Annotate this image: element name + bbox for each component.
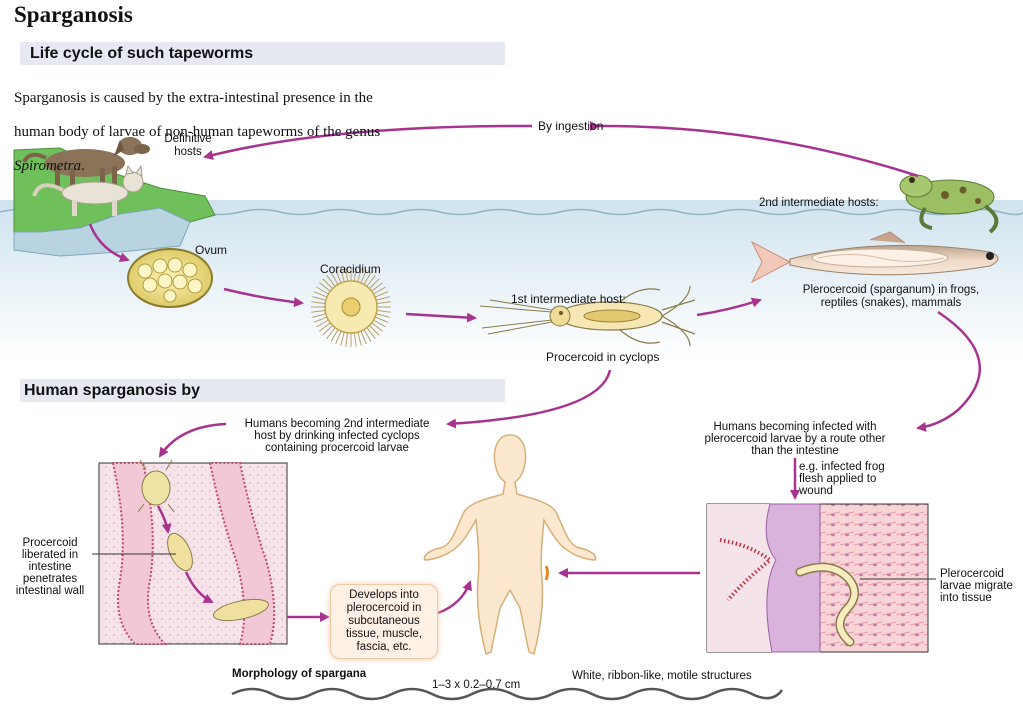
cilium-line (369, 325, 380, 336)
cilium-line (369, 278, 380, 289)
cilium-line (360, 330, 367, 345)
procercoid-liberated-text: Procercoid liberated in intestine penetr… (15, 537, 85, 597)
cilium-line (322, 278, 333, 289)
shore-rock (13, 207, 191, 257)
genus-suffix: . (80, 158, 85, 174)
section1-heading: Life cycle of such tapeworms (30, 45, 254, 62)
route2-example-text: e.g. infected frog flesh applied to woun… (799, 461, 885, 497)
cilium-line (374, 291, 389, 298)
tissue-panel (706, 503, 929, 653)
cilium-line (335, 269, 342, 284)
cilium-line (353, 332, 357, 347)
cilium-line (330, 329, 339, 342)
by-ingestion-label: By ingestion (538, 119, 604, 133)
section2-heading: Human sparganosis by (24, 382, 201, 399)
cilium-line (374, 316, 389, 323)
route1-text: Humans becoming 2nd intermediate host by… (244, 418, 430, 454)
spargana-ribbon (231, 687, 784, 701)
morphology-size: 1–3 x 0.2–0.7 cm (432, 679, 521, 691)
procercoid-label: Procercoid in cyclops (546, 350, 660, 364)
cilium-line (371, 322, 384, 332)
arrow-develops-to-body (437, 580, 472, 615)
cilium-line (316, 286, 329, 295)
intestine-panel (98, 459, 288, 645)
cilium-line (376, 309, 391, 313)
cilium-line (316, 319, 329, 328)
cilium-line (360, 269, 367, 284)
cilium-line (313, 316, 328, 323)
cilium-line (373, 286, 386, 295)
cilium-line (311, 309, 326, 313)
arrow-to-cyclops (405, 312, 477, 323)
cilium-line (345, 332, 349, 347)
arrow-to-ovum (88, 223, 130, 263)
cilium-line (322, 325, 333, 336)
cilium-line (318, 322, 331, 332)
arrow-to-definitive-hosts (203, 124, 533, 160)
cilium-line (375, 313, 390, 318)
arrow-to-intestine (158, 422, 227, 458)
human-body-illustration (423, 434, 597, 656)
route2-text: Humans becoming infected with plerocerco… (704, 421, 886, 457)
morphology-label: Morphology of spargana (232, 668, 367, 680)
cilium-line (326, 327, 336, 340)
cilium-line (357, 331, 362, 346)
cilium-line (366, 327, 376, 340)
cilium-line (326, 274, 336, 287)
cilium-line (335, 330, 342, 345)
arrow-to-coracidium (223, 287, 304, 308)
definitive-hosts-label: Definitive hosts (164, 133, 212, 158)
first-host-label: 1st intermediate host: (511, 292, 626, 306)
arrow-to-route2 (916, 310, 982, 432)
coracidium-label: Coracidium (320, 262, 381, 276)
intro-text: Sparganosis is caused by the extra-intes… (14, 73, 514, 175)
intro-line-1: Sparganosis is caused by the extra-intes… (14, 90, 373, 106)
cilium-line (311, 301, 326, 305)
frog-illustration (899, 174, 999, 234)
arrow-to-fish (696, 297, 762, 317)
cilium-line (371, 282, 384, 292)
cycle-arrows (88, 121, 982, 622)
fish-illustration (750, 231, 999, 284)
develops-note: Develops into plerocercoid in subcutaneo… (330, 584, 438, 659)
cilium-line (375, 296, 390, 301)
morphology-description: White, ribbon-like, motile structures (572, 670, 752, 682)
section2-band (20, 379, 505, 402)
page-title: Sparganosis (14, 2, 133, 27)
cilium-line (312, 313, 327, 318)
plerocercoid-label: Plerocercoid (sparganum) in frogs, repti… (802, 284, 980, 309)
coracidium-illustration (311, 267, 391, 347)
arrow-to-ingestion-label (589, 121, 919, 178)
ovum-illustration (127, 248, 213, 308)
second-host-label: 2nd intermediate hosts: (759, 197, 879, 209)
cilium-line (373, 319, 386, 328)
cilium-line (353, 267, 357, 282)
arrow-to-route1 (446, 369, 612, 429)
cilium-line (318, 282, 331, 292)
cilium-line (357, 268, 362, 283)
cilium-line (312, 296, 327, 301)
cilium-line (366, 274, 376, 287)
cilium-line (376, 301, 391, 305)
genus-name: Spirometra (14, 158, 81, 174)
leader-lines (92, 553, 936, 580)
cat-illustration (32, 164, 144, 216)
plerocercoid-migrate-text: Plerocercoid larvae migrate into tissue (940, 568, 1013, 604)
cilium-line (313, 291, 328, 298)
dog-illustration (22, 137, 150, 190)
cilium-line (363, 272, 372, 285)
ovum-label: Ovum (195, 243, 228, 257)
intro-line-2: human body of larvae of non-human tapewo… (14, 124, 381, 140)
cilium-line (330, 272, 339, 285)
cilium-line (340, 331, 345, 346)
cilium-line (340, 268, 345, 283)
cilium-line (345, 267, 349, 282)
cyclops-illustration (479, 285, 696, 347)
section1-band (20, 42, 505, 65)
cilium-line (363, 329, 372, 342)
